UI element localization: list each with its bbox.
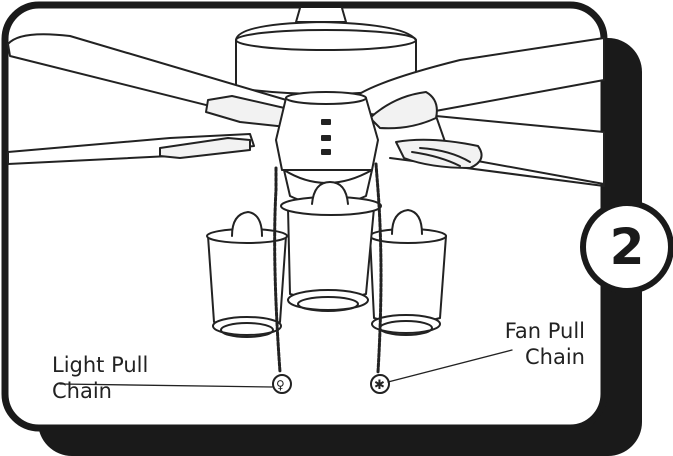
light-pull-chain-label: Light Pull Chain: [52, 352, 148, 404]
light-pull-chain: [273, 166, 282, 374]
blade-iron-right: [369, 91, 438, 130]
blade-left-lower: [7, 133, 255, 165]
step-badge: [580, 200, 673, 294]
blade-iron-right-lower: [395, 138, 483, 169]
light-pull-fob: [272, 374, 292, 394]
step-number: 2: [609, 218, 645, 276]
fan-pull-chain-label-line1: Fan Pull: [504, 319, 585, 343]
blade-iron-left-lower: [159, 137, 251, 159]
light-pull-chain-label-line1: Light Pull: [52, 353, 149, 377]
shade-center: [287, 203, 375, 301]
fan-pull-chain: [374, 162, 383, 374]
light-leader-line: [59, 383, 273, 388]
fan-pull-chain-label-line2: Chain: [525, 345, 585, 369]
ceiling-fan-illustration: ♀ ✱: [7, 7, 605, 394]
downrod: [295, 7, 347, 23]
light-pull-chain-label-line2: Chain: [52, 379, 112, 403]
fan-pull-chain-label: Fan Pull Chain: [505, 318, 585, 370]
svg-text:✱: ✱: [374, 378, 385, 393]
svg-text:♀: ♀: [276, 378, 285, 392]
fan-leader-line: [387, 349, 513, 383]
fan-pull-fob: [370, 374, 390, 394]
switch-housing: [275, 97, 379, 171]
